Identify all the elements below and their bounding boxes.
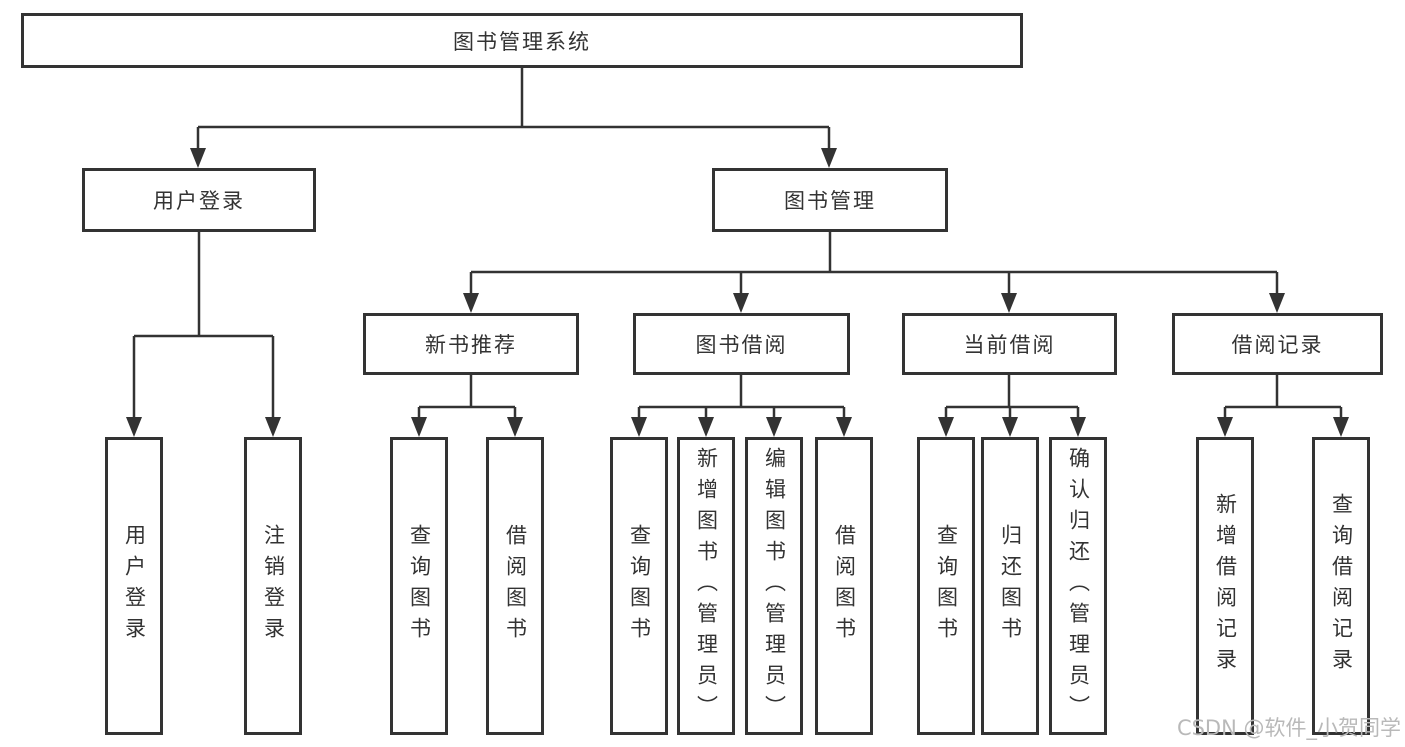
node-label: 借阅图书 [832,524,857,648]
arrow-down-icon [463,293,479,313]
node-label: 借阅记录 [1231,333,1324,357]
leaf-logout: 注销登录 [244,437,302,735]
arrow-down-icon [821,148,837,168]
node-label: 新书推荐 [425,333,517,357]
arrow-down-icon [836,417,852,437]
arrow-down-icon [733,293,749,313]
connector-userlogin-to-leaves [126,232,281,437]
arrow-down-icon [265,417,281,437]
csdn-watermark: CSDN @软件_小贺同学 [1176,716,1401,740]
arrow-down-icon [126,417,142,437]
leaf-add-borrow-record: 新增借阅记录 [1196,437,1254,735]
node-label: 图书借阅 [695,333,788,357]
leaf-query-books: 查询图书 [390,437,448,735]
node-label: 用户登录 [153,189,245,213]
arrow-down-icon [631,417,647,437]
node-label: 图书管理系统 [453,29,591,54]
node-label: 新增图书（管理员） [694,446,719,726]
node-label: 确认归还（管理员） [1066,446,1091,726]
connector-root-to-level2 [190,68,837,168]
leaf-query-borrow-record: 查询借阅记录 [1312,437,1370,735]
arrow-down-icon [1070,417,1086,437]
node-label: 注销登录 [261,524,286,648]
node-label: 查询图书 [934,524,959,648]
connector-borrow-to-leaves [631,375,852,437]
node-label: 借阅图书 [503,524,528,648]
arrow-down-icon [1002,417,1018,437]
node-label: 归还图书 [998,524,1023,648]
leaf-return-books: 归还图书 [981,437,1039,735]
node-book-management: 图书管理 [712,168,948,232]
connector-recommend-to-leaves [411,375,523,437]
leaf-borrow-books: 借阅图书 [486,437,544,735]
leaf-confirm-return-admin: 确认归还（管理员） [1049,437,1107,735]
node-label: 查询借阅记录 [1329,493,1354,679]
node-label: 新增借阅记录 [1213,493,1238,679]
leaf-query-books: 查询图书 [917,437,975,735]
leaf-query-books: 查询图书 [610,437,668,735]
connector-bookmgmt-to-level3 [463,232,1285,313]
arrow-down-icon [507,417,523,437]
arrow-down-icon [190,148,206,168]
node-label: 用户登录 [122,524,147,648]
node-library-management-system: 图书管理系统 [21,13,1023,68]
connector-records-to-leaves [1217,375,1349,437]
leaf-edit-books-admin: 编辑图书（管理员） [745,437,803,735]
connector-current-to-leaves [938,375,1086,437]
arrow-down-icon [1001,293,1017,313]
node-book-borrow: 图书借阅 [633,313,850,375]
arrow-down-icon [1333,417,1349,437]
arrow-down-icon [698,417,714,437]
node-label: 查询图书 [627,524,652,648]
node-label: 查询图书 [407,524,432,648]
node-label: 图书管理 [784,189,876,213]
node-borrow-records: 借阅记录 [1172,313,1383,375]
arrow-down-icon [411,417,427,437]
leaf-user-login: 用户登录 [105,437,163,735]
node-new-book-recommend: 新书推荐 [363,313,579,375]
arrow-down-icon [766,417,782,437]
leaf-borrow-books: 借阅图书 [815,437,873,735]
node-label: 当前借阅 [963,333,1056,357]
leaf-add-books-admin: 新增图书（管理员） [677,437,735,735]
node-label: 编辑图书（管理员） [762,446,787,726]
node-user-login: 用户登录 [82,168,316,232]
arrow-down-icon [938,417,954,437]
arrow-down-icon [1217,417,1233,437]
node-current-borrow: 当前借阅 [902,313,1117,375]
arrow-down-icon [1269,293,1285,313]
